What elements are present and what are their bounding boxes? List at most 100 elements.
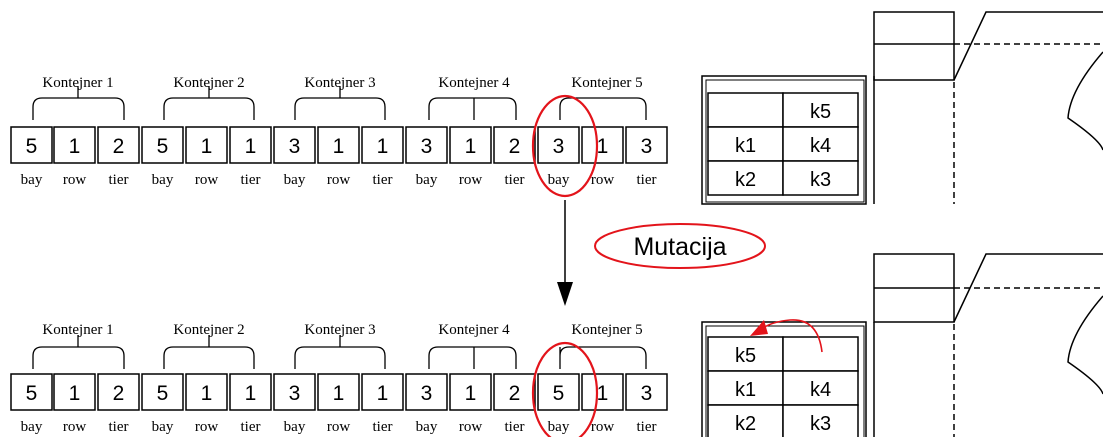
top-container-headers: Kontejner 1 Kontejner 2 Kontejner 3 Kontejn… bbox=[42, 75, 642, 91]
bottom-grid-cell bbox=[782, 404, 859, 437]
top-gene-box bbox=[625, 126, 668, 164]
bottom-gene-box bbox=[141, 373, 184, 411]
top-gene-label: tier bbox=[373, 172, 393, 188]
top-gene-label: row bbox=[591, 172, 614, 188]
top-gene-box bbox=[185, 126, 228, 164]
bottom-gene-box bbox=[405, 373, 448, 411]
top-gene-value: 1 bbox=[333, 135, 345, 158]
top-gene-label: bay bbox=[284, 172, 306, 188]
bottom-gene-value: 1 bbox=[245, 382, 257, 405]
top-grid-cell bbox=[782, 160, 859, 196]
bottom-grid-cell bbox=[707, 370, 784, 406]
top-container-header: Kontejner 2 bbox=[173, 75, 244, 91]
bottom-gene-label: tier bbox=[241, 419, 261, 435]
top-gene-box bbox=[317, 126, 360, 164]
bottom-grid-cell bbox=[707, 336, 784, 372]
top-bracket-5 bbox=[559, 97, 647, 120]
top-gene-label: row bbox=[63, 172, 86, 188]
bottom-brackets bbox=[32, 335, 647, 369]
top-gene-label: bay bbox=[152, 172, 174, 188]
top-grid-cell bbox=[782, 92, 859, 128]
top-gene-label: bay bbox=[548, 172, 570, 188]
top-container-header: Kontejner 3 bbox=[304, 75, 375, 91]
top-gene-value: 1 bbox=[597, 135, 609, 158]
mutation-label: Mutacija bbox=[633, 233, 726, 261]
bottom-gene-value: 3 bbox=[641, 382, 653, 405]
bottom-gene-value: 1 bbox=[201, 382, 213, 405]
bottom-gene-label: tier bbox=[637, 419, 657, 435]
bottom-gene-label: tier bbox=[373, 419, 393, 435]
top-gene-value: 1 bbox=[201, 135, 213, 158]
bottom-grid-cell-label: k4 bbox=[810, 379, 831, 401]
bottom-gene-box bbox=[449, 373, 492, 411]
bottom-gene-value: 5 bbox=[553, 382, 565, 405]
bottom-gene-label: bay bbox=[416, 419, 438, 435]
bottom-bracket-5 bbox=[559, 346, 647, 369]
bottom-gene-label: tier bbox=[505, 419, 525, 435]
top-gene-label: bay bbox=[416, 172, 438, 188]
top-bracket-4 bbox=[428, 97, 517, 120]
mutation-label-ellipse bbox=[594, 223, 766, 269]
bottom-gene-label: bay bbox=[21, 419, 43, 435]
mutation-arrow bbox=[557, 200, 573, 306]
top-grid-cell-label: k5 bbox=[810, 101, 831, 123]
top-gene-value: 2 bbox=[509, 135, 521, 158]
bottom-grid-cell bbox=[782, 370, 859, 406]
bottom-gene-box bbox=[273, 373, 316, 411]
bottom-gene-label: row bbox=[591, 419, 614, 435]
bottom-gene-value: 2 bbox=[113, 382, 125, 405]
top-mutated-gene-highlight bbox=[531, 94, 599, 198]
bottom-container-header: Kontejner 5 bbox=[571, 322, 642, 338]
bottom-container-header: Kontejner 2 bbox=[173, 322, 244, 338]
relocation-arrow bbox=[750, 319, 823, 353]
bottom-gene-box bbox=[229, 373, 272, 411]
top-deck-box bbox=[873, 11, 955, 81]
top-gene-box bbox=[229, 126, 272, 164]
top-container-header: Kontejner 1 bbox=[42, 75, 113, 91]
bottom-container-header: Kontejner 4 bbox=[438, 322, 510, 338]
top-gene-box bbox=[273, 126, 316, 164]
bottom-gene-label: row bbox=[195, 419, 218, 435]
top-gene-value: 1 bbox=[465, 135, 477, 158]
top-grid-cell-label: k3 bbox=[810, 169, 831, 191]
bottom-gene-value: 5 bbox=[26, 382, 38, 405]
bottom-gene-box bbox=[10, 373, 53, 411]
top-container-header: Kontejner 5 bbox=[571, 75, 642, 91]
top-gene-value: 1 bbox=[245, 135, 257, 158]
top-gene-value: 5 bbox=[26, 135, 38, 158]
top-gene-value: 3 bbox=[421, 135, 433, 158]
top-gene-box bbox=[97, 126, 140, 164]
top-gene-value: 3 bbox=[289, 135, 301, 158]
top-grid-cell-label: k4 bbox=[810, 135, 831, 157]
bottom-bracket-2 bbox=[163, 335, 255, 369]
bottom-gene-box bbox=[97, 373, 140, 411]
top-grid-cell bbox=[707, 160, 784, 196]
bottom-gene-value: 2 bbox=[509, 382, 521, 405]
top-gene-value: 1 bbox=[69, 135, 81, 158]
bottom-gene-value: 5 bbox=[157, 382, 169, 405]
bottom-container-header: Kontejner 1 bbox=[42, 322, 113, 338]
top-gene-value: 2 bbox=[113, 135, 125, 158]
top-gene-box bbox=[53, 126, 96, 164]
top-gene-box bbox=[449, 126, 492, 164]
bottom-ship bbox=[701, 253, 1103, 437]
top-gene-label: tier bbox=[637, 172, 657, 188]
bottom-gene-value: 1 bbox=[377, 382, 389, 405]
top-gene-box bbox=[405, 126, 448, 164]
bottom-bracket-1 bbox=[32, 335, 125, 369]
bottom-gene-label: bay bbox=[548, 419, 570, 435]
top-gene-label: tier bbox=[241, 172, 261, 188]
top-chromosome: Kontejner 1 Kontejner 2 Kontejner 3 Kontejn… bbox=[10, 75, 668, 188]
bottom-bracket-4 bbox=[428, 346, 517, 369]
bottom-gene-label: bay bbox=[284, 419, 306, 435]
bottom-gene-label: tier bbox=[109, 419, 129, 435]
bottom-ship-hatch bbox=[701, 321, 867, 437]
bottom-grid-cell-label: k2 bbox=[735, 413, 756, 435]
bottom-grid-cell-label: k5 bbox=[735, 345, 756, 367]
